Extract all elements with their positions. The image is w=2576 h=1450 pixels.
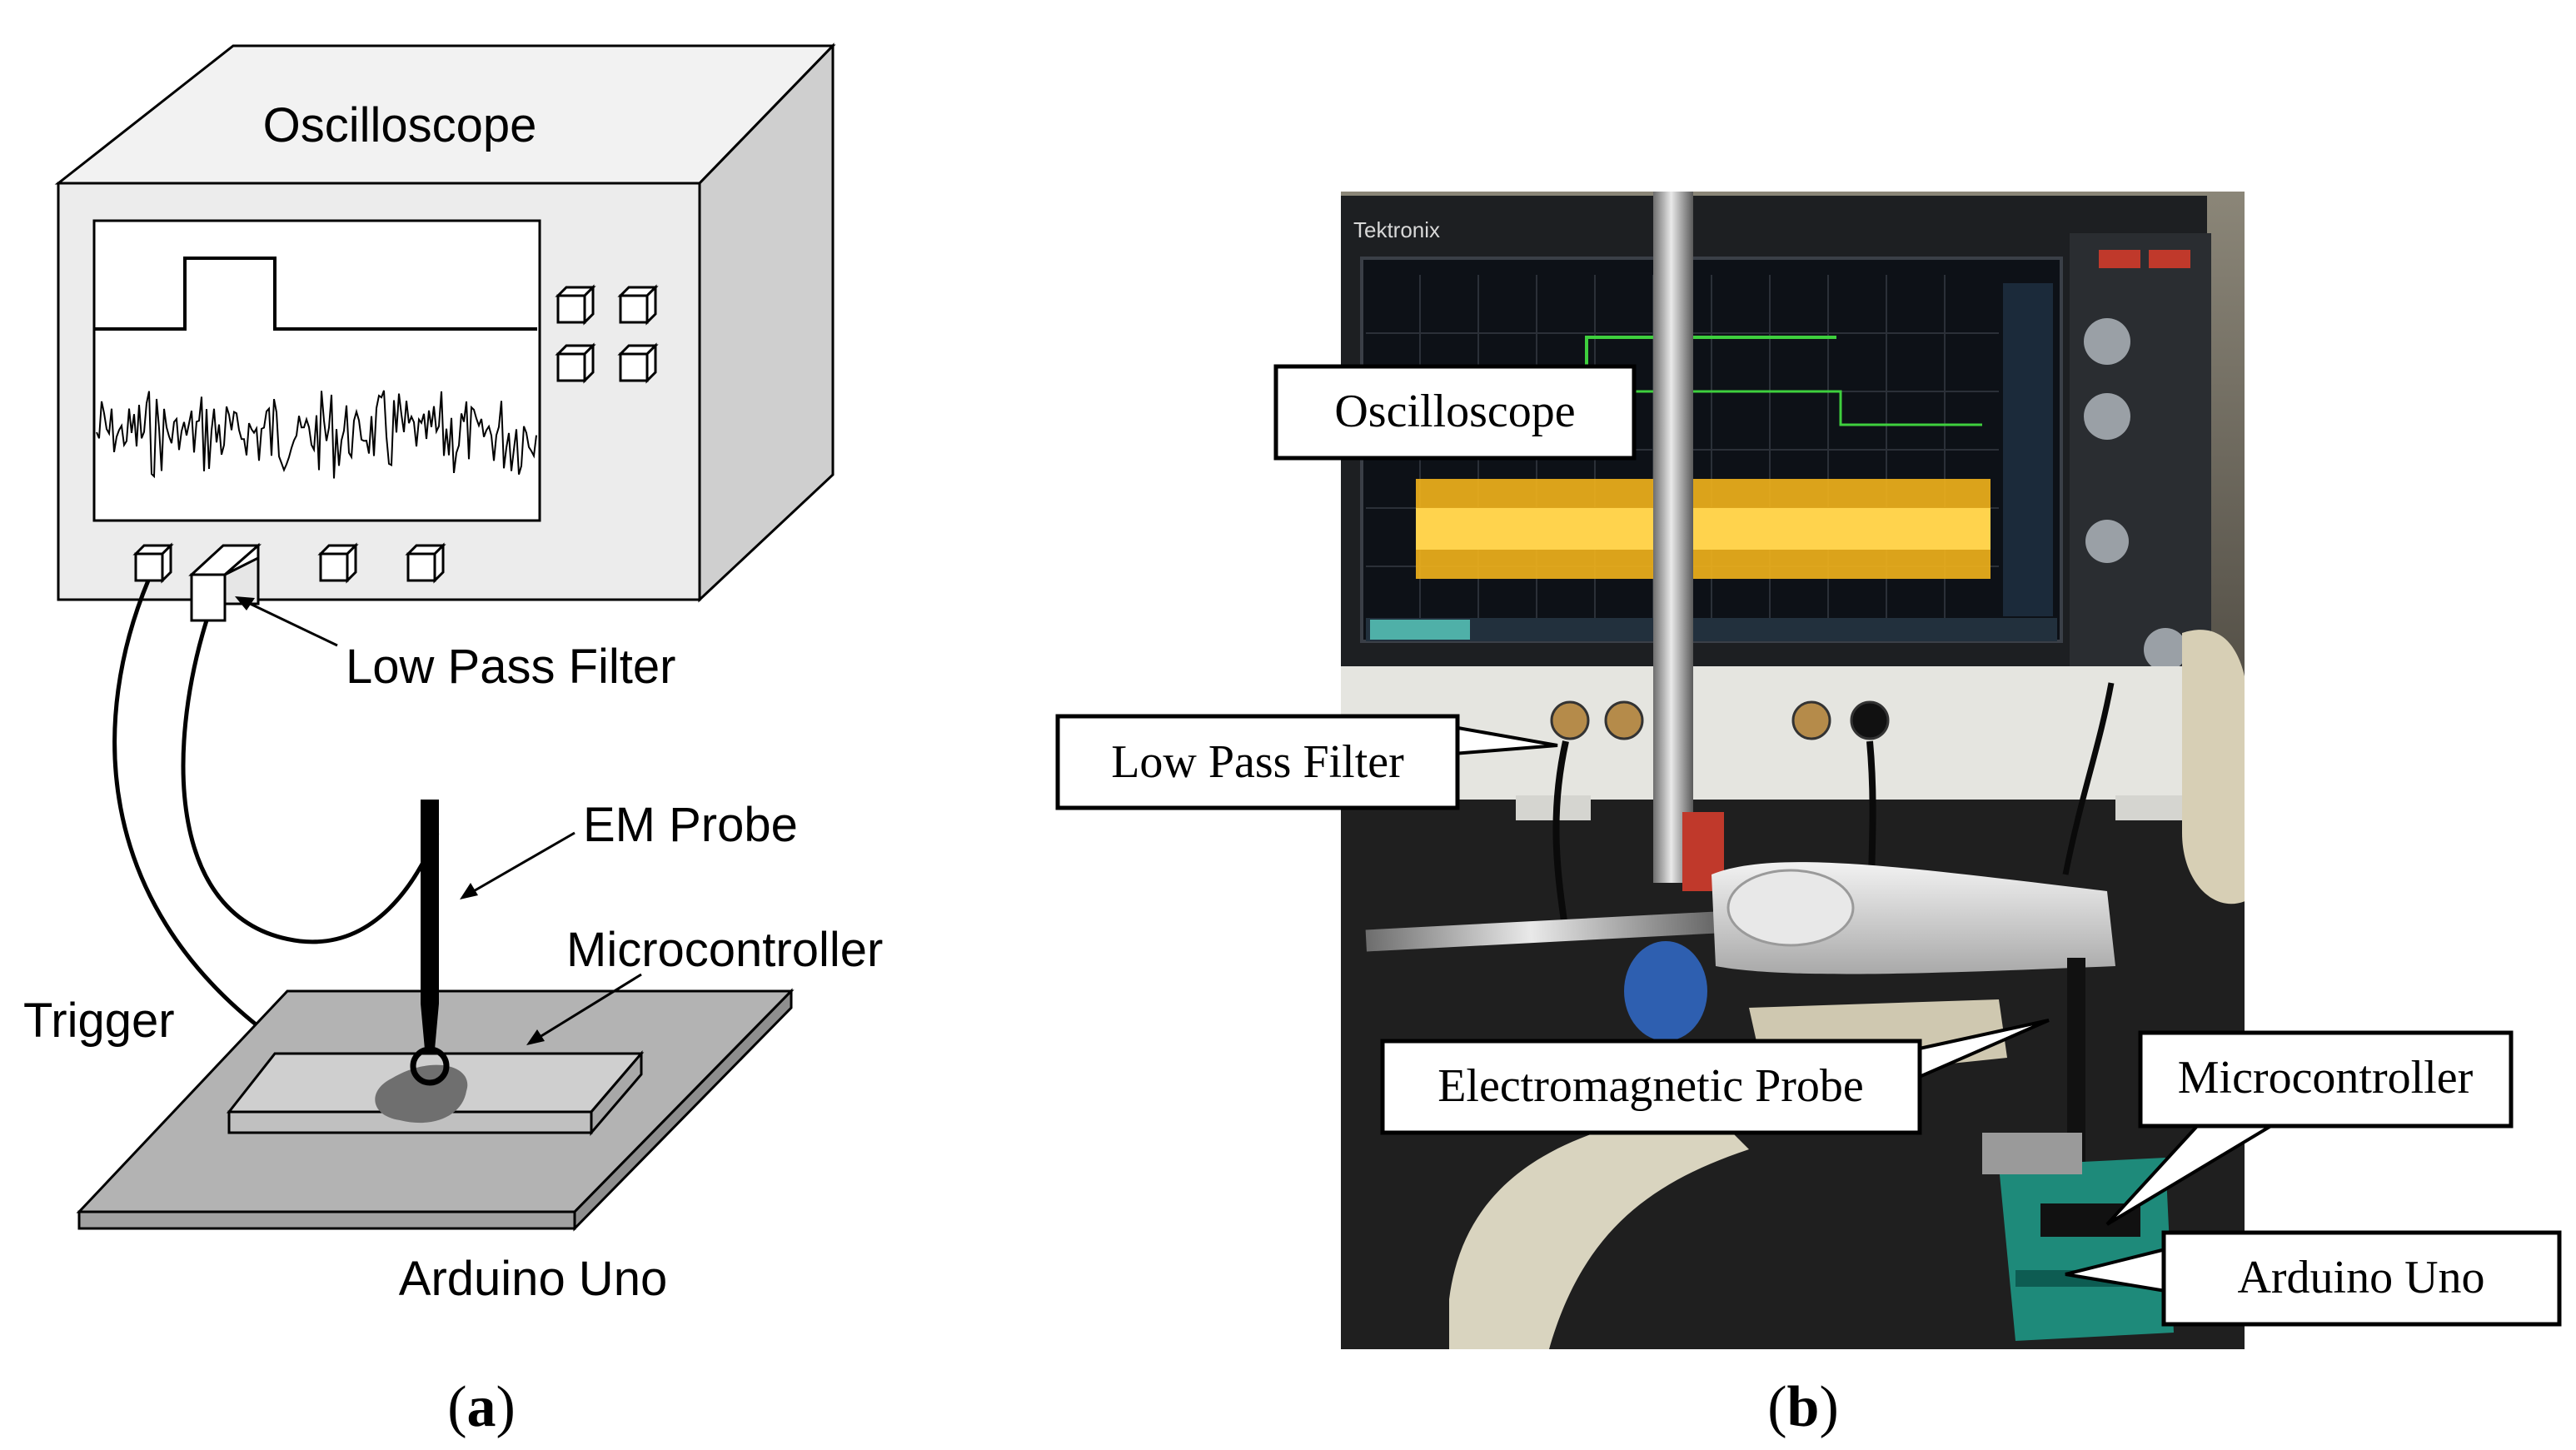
callout-electromagnetic-probe: Electromagnetic Probe (1380, 1019, 2050, 1135)
callout-oscilloscope-text: Oscilloscope (1334, 386, 1575, 437)
em-field-shadow (375, 1064, 468, 1124)
button-cube (617, 284, 659, 326)
callout-microcontroller: Microcontroller (2105, 1030, 2514, 1226)
microcontroller-label: Microcontroller (566, 923, 883, 977)
oscilloscope-screen (92, 219, 541, 522)
callout-low-pass-filter: Low Pass Filter (1055, 714, 1558, 810)
button-cube (555, 284, 596, 326)
button-cube (617, 342, 659, 384)
bnc-connectors (1550, 700, 1890, 740)
trigger-waveform (94, 257, 537, 331)
arrows-a (235, 596, 642, 1045)
sublabel-a: (a) (447, 1375, 516, 1439)
panel-buttons-bottom (132, 542, 446, 622)
panel-buttons-right (555, 284, 659, 384)
sublabel-b: (b) (1767, 1375, 1839, 1439)
scope-side-menu (2003, 283, 2053, 616)
button-cube (555, 342, 596, 384)
callout-microcontroller-text: Microcontroller (2178, 1052, 2474, 1104)
stand-base (1449, 1108, 1749, 1349)
button-cube (317, 542, 359, 584)
stand-rod (1653, 192, 1693, 883)
trigger-connector (132, 542, 174, 584)
em-probe (410, 800, 450, 1086)
clamp-knob (1624, 941, 1707, 1041)
tektronix-brand: Tektronix (1353, 217, 1440, 242)
callout-electromagnetic-probe-text: Electromagnetic Probe (1437, 1060, 1864, 1112)
callout-arduino-uno: Arduino Uno (2065, 1230, 2562, 1327)
trigger-cable (112, 580, 268, 1034)
green-trace-2 (1587, 390, 1982, 426)
arduino-uno-label: Arduino Uno (399, 1252, 667, 1306)
trigger-label: Trigger (23, 994, 175, 1048)
panel-a-schematic: Oscilloscope (23, 42, 883, 1439)
em-waveform (96, 390, 537, 479)
low-pass-filter-label: Low Pass Filter (346, 640, 675, 694)
low-pass-filter-block (188, 542, 262, 622)
callout-low-pass-filter-text: Low Pass Filter (1111, 736, 1404, 788)
button-cube (405, 542, 446, 584)
panel-b-photo: Tektronix (1055, 192, 2562, 1439)
probe-cable (181, 620, 440, 944)
oscilloscope-label: Oscilloscope (263, 98, 537, 152)
callout-arduino-uno-text: Arduino Uno (2237, 1252, 2484, 1303)
em-probe-label: EM Probe (583, 798, 798, 852)
callout-oscilloscope: Oscilloscope (1273, 364, 1637, 461)
